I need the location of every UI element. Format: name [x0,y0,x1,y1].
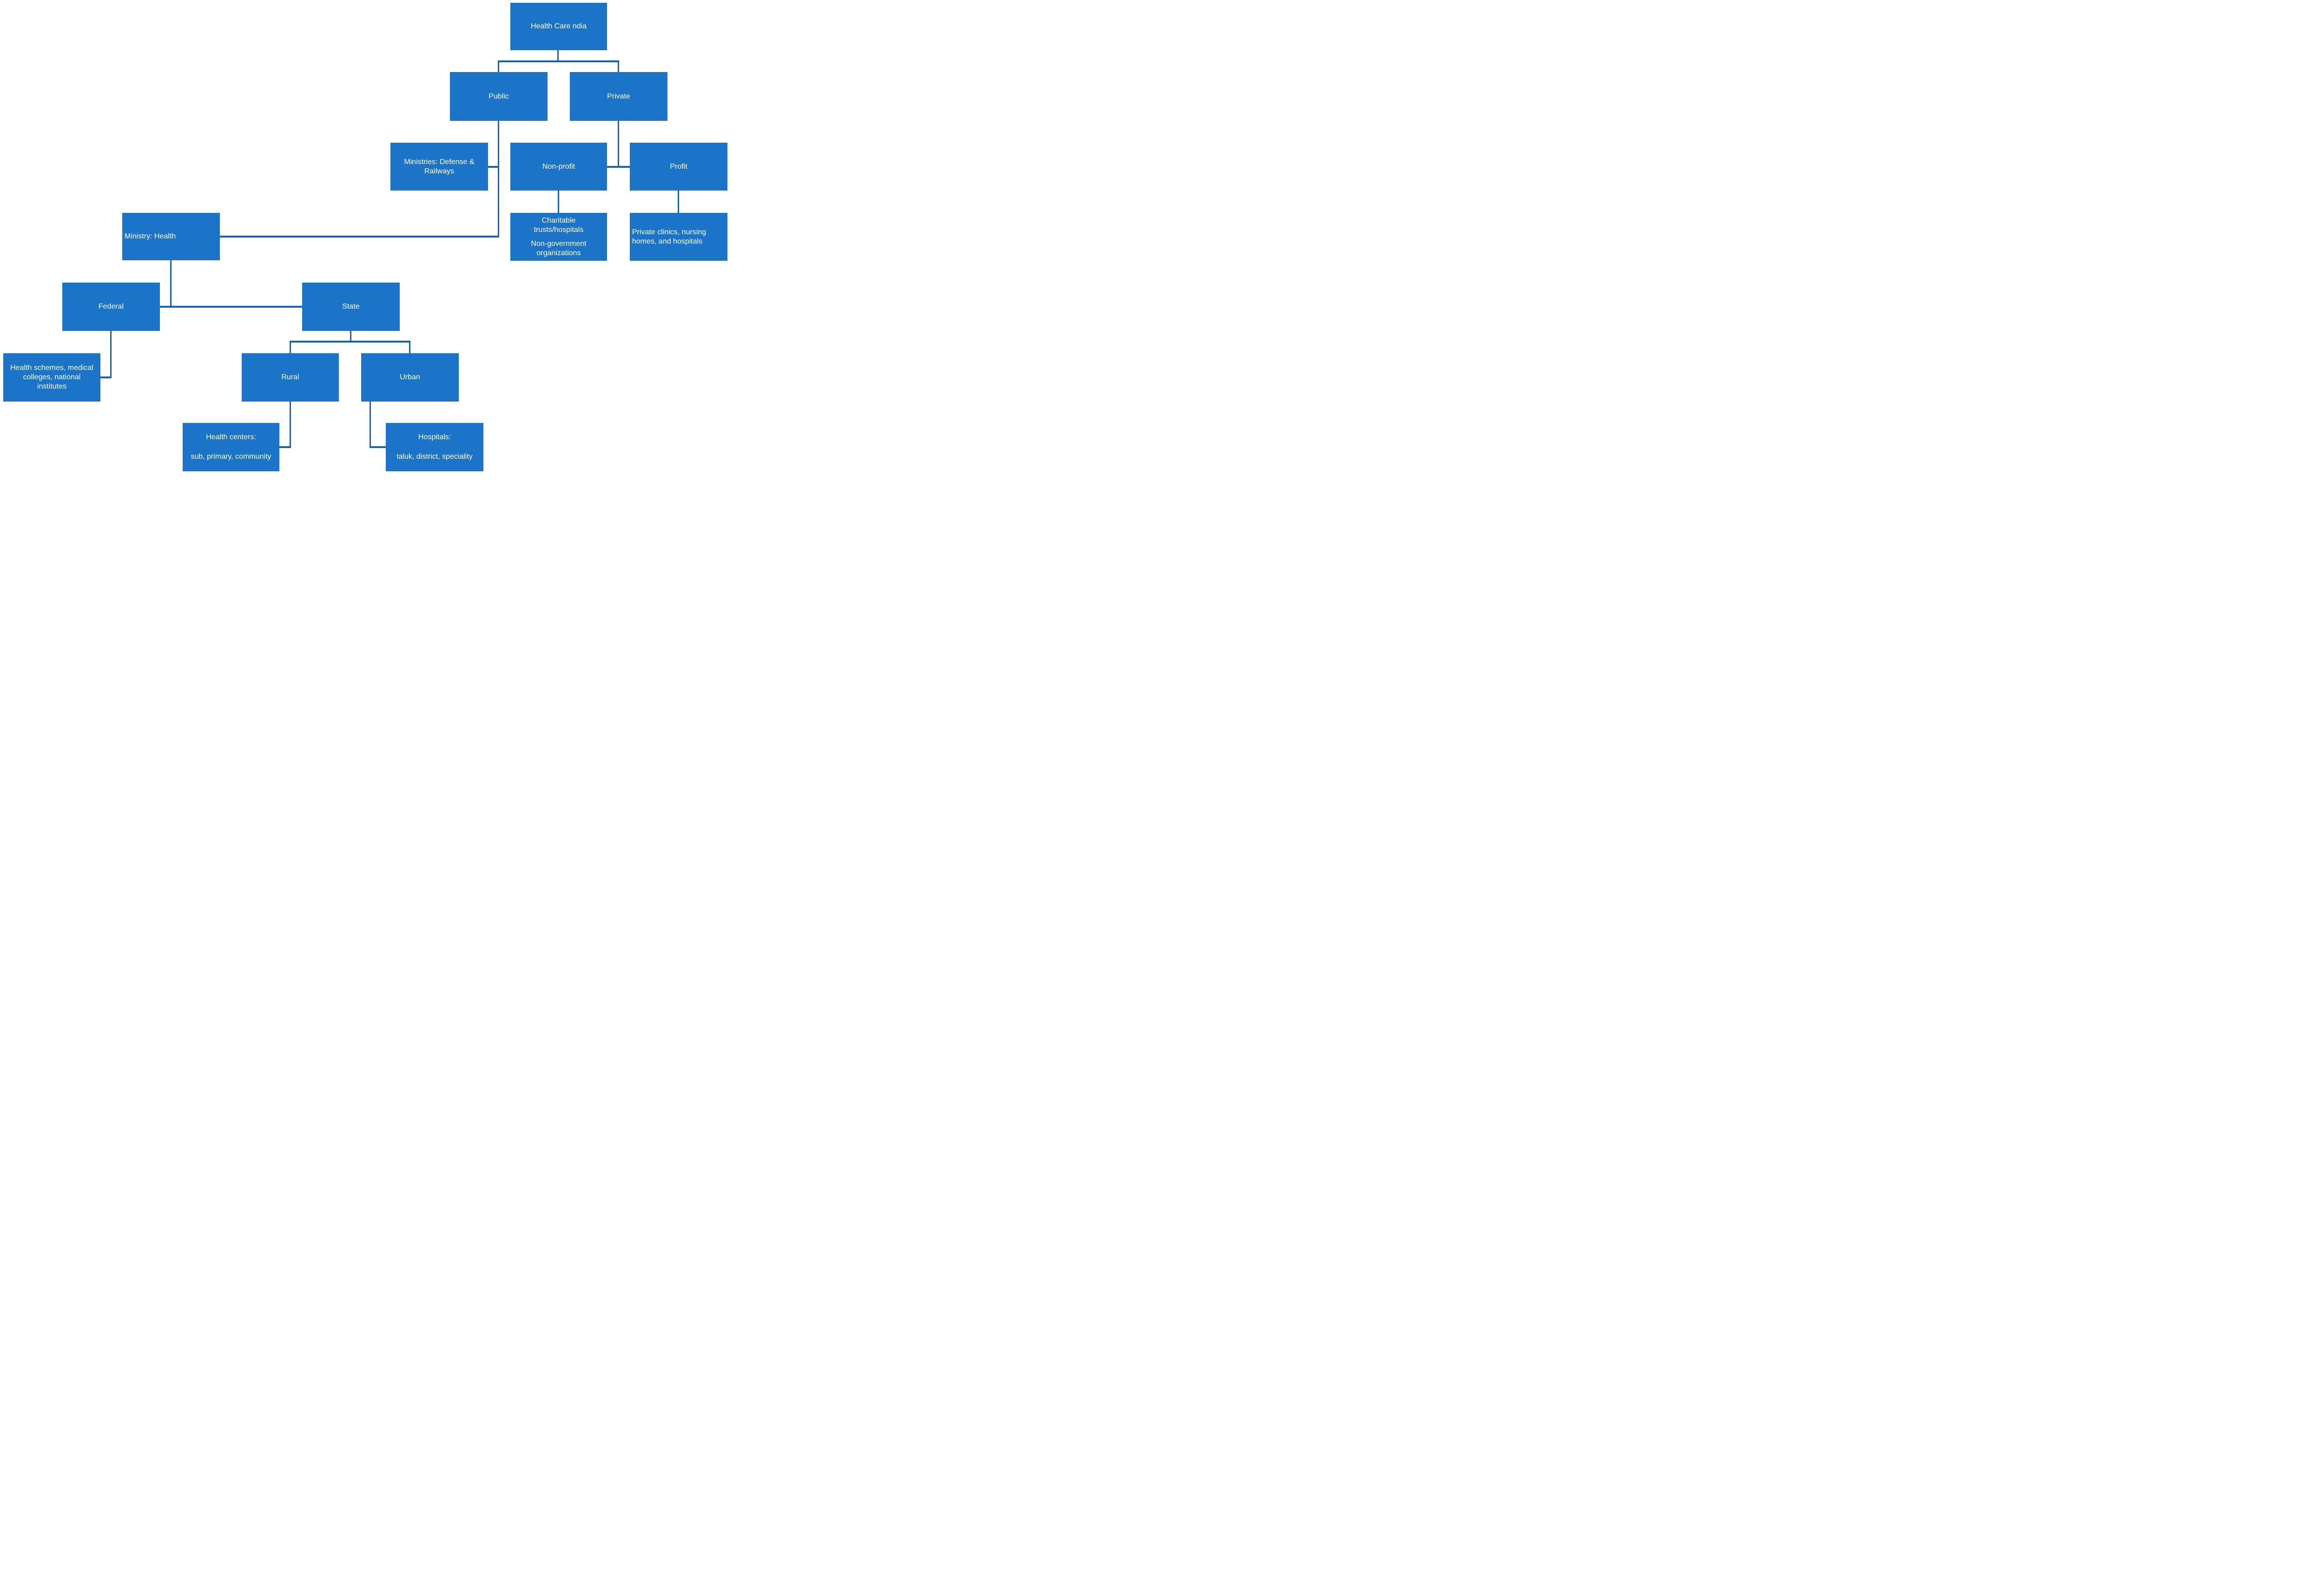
connector-health-schemes-stub [100,376,112,378]
node-label: taluk, district, speciality [396,453,473,461]
connector-drop-urban [409,341,410,353]
node-urban[interactable]: Urban [361,353,459,402]
node-label: Rural [281,373,299,381]
connector-public-vertical [498,121,499,238]
node-non-profit[interactable]: Non-profit [510,143,607,191]
node-private-clinics[interactable]: Private clinics, nursing homes, and hosp… [630,213,727,261]
connector-drop-rural [290,341,291,353]
node-label: Ministries: Defense & Railways [404,158,475,175]
node-label: Non-government organizations [531,239,587,257]
connector-state-stub [350,331,351,343]
connector-ministry-health-long [220,236,499,238]
connector-ministry-health-down [170,260,172,308]
node-label: sub, primary, community [191,453,271,461]
connector-rural-down [290,401,291,448]
node-label: Non-profit [542,162,575,171]
node-health-care[interactable]: Health Care ndia [510,3,607,50]
node-charitable-ngo[interactable]: Charitable trusts/hospitals Non-governme… [510,213,607,261]
node-label: Health schemes, medical colleges, nation… [10,364,93,390]
connector-ministries-stub [488,166,499,168]
node-label: Federal [98,303,124,310]
connector-private-vertical [618,121,619,168]
connector-profit-down [678,191,679,213]
connector-federal-down [110,331,112,378]
node-label: Hospitals: [418,433,451,441]
node-health-schemes[interactable]: Health schemes, medical colleges, nation… [3,353,100,402]
connector-nonprofit-profit-bar [607,166,630,168]
connector-federal-state-bar [160,306,302,308]
connector-health-centers-stub [279,446,291,448]
node-public[interactable]: Public [450,72,548,121]
node-label: Health Care ndia [530,22,587,30]
node-profit[interactable]: Profit [630,143,727,191]
connector-rural-urban-bar [290,341,410,343]
node-label: Profit [670,162,687,171]
org-chart-canvas: Health Care ndia Public Private Ministri… [0,0,729,474]
node-label: Health centers: [206,433,256,441]
connector-nonprofit-down [558,191,559,213]
node-label: Urban [400,373,420,381]
node-private[interactable]: Private [570,72,667,121]
connector-hospitals-stub [370,446,386,448]
node-ministry-health[interactable]: Ministry: Health [122,213,220,260]
node-label: Ministry: Health [125,232,176,240]
node-label: State [342,303,360,310]
node-label: Charitable trusts/hospitals [534,216,584,234]
node-label: Private clinics, nursing homes, and hosp… [632,228,706,245]
connector-top-bar [498,60,619,62]
node-rural[interactable]: Rural [242,353,339,402]
node-hospitals[interactable]: Hospitals: taluk, district, speciality [386,423,483,471]
connector-drop-public [498,60,499,72]
connector-urban-down [370,401,371,448]
node-state[interactable]: State [302,283,400,331]
node-label: Private [607,92,630,100]
node-label: Public [489,92,509,100]
node-federal[interactable]: Federal [62,283,160,331]
connector-healthcare-stub [557,50,559,62]
connector-drop-private [618,60,619,72]
node-ministries-defense-railways[interactable]: Ministries: Defense & Railways [390,143,488,191]
node-health-centers[interactable]: Health centers: sub, primary, community [183,423,279,471]
